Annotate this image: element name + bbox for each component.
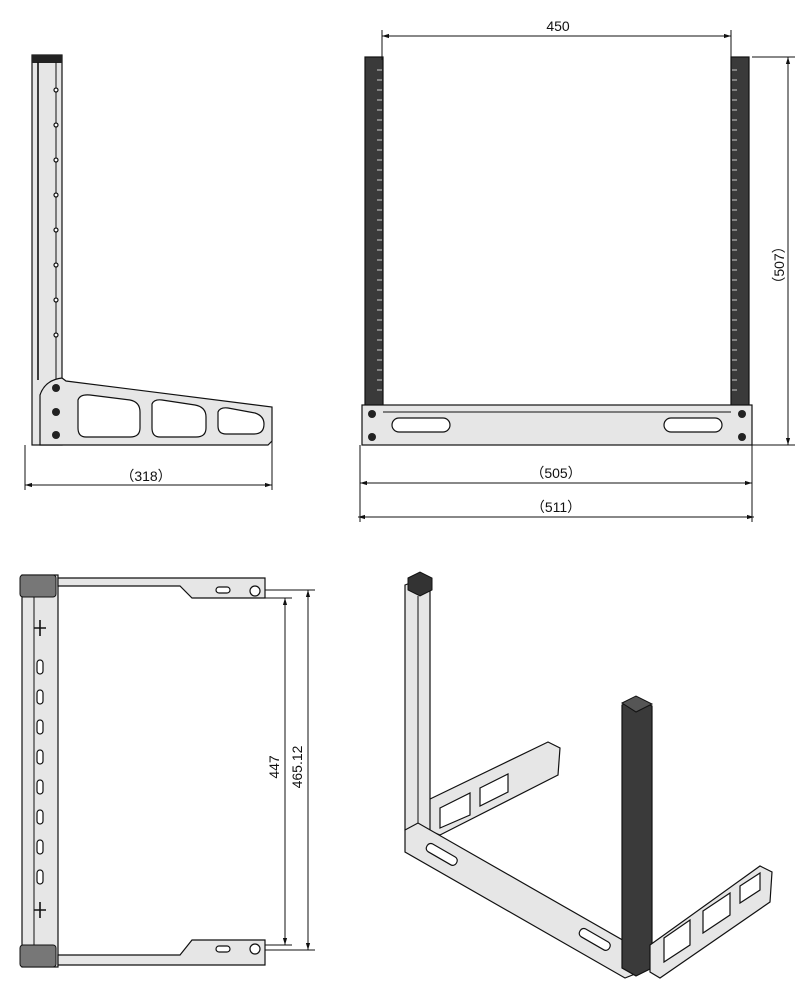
- post-hole: [53, 262, 59, 268]
- post-hole: [53, 157, 59, 163]
- post-slot: [36, 839, 44, 855]
- top-lower-rail: [57, 939, 266, 966]
- dim-505-label: （505）: [530, 465, 581, 481]
- side-post-holes: [53, 87, 59, 338]
- iso-base-bar: [404, 822, 641, 979]
- post-slot: [36, 869, 44, 885]
- post-slot: [36, 719, 44, 735]
- post-slot: [36, 779, 44, 795]
- dim-450-label: 450: [546, 18, 570, 34]
- dim-447-label: 447: [266, 755, 282, 779]
- front-view: 450 （507） （505） （511）: [358, 18, 795, 522]
- post-slot: [36, 659, 44, 675]
- side-view: （318）: [24, 54, 273, 490]
- post-hole: [53, 332, 59, 338]
- post-slot: [36, 809, 44, 825]
- front-post-rack-holes: [377, 69, 737, 391]
- post-hole: [53, 227, 59, 233]
- post-hole: [53, 122, 59, 128]
- iso-right-post: [621, 697, 653, 977]
- top-upper-rail: [57, 577, 266, 599]
- post-hole: [53, 297, 59, 303]
- post-hole: [53, 192, 59, 198]
- isometric-view: [404, 571, 773, 979]
- post-hole: [53, 87, 59, 93]
- dim-465-12-label: 465.12: [289, 745, 305, 788]
- top-left-post: [21, 574, 59, 968]
- post-slot: [36, 689, 44, 705]
- post-slot: [36, 749, 44, 765]
- dim-511-label: （511）: [531, 499, 581, 515]
- dim-507-label: （507）: [771, 239, 787, 290]
- top-post-slots: [36, 659, 44, 885]
- dim-318-label: （318）: [120, 468, 171, 484]
- top-view: 447 465.12: [19, 574, 315, 968]
